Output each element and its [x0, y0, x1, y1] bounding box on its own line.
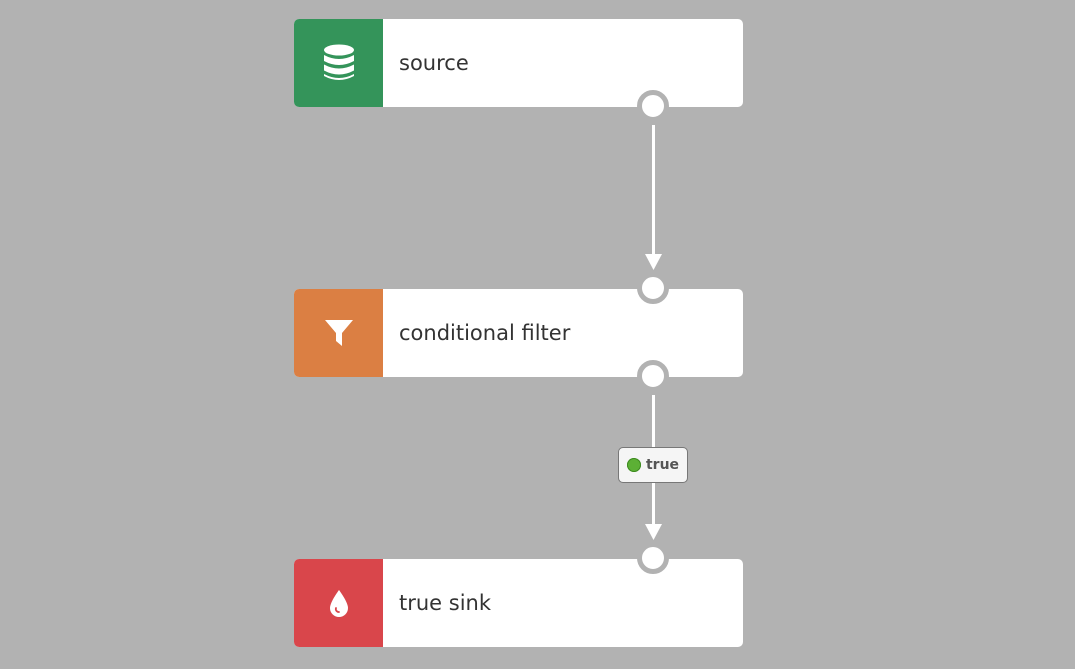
- node-filter-icon-box: [294, 289, 383, 377]
- database-icon: [323, 44, 354, 80]
- node-conditional-filter[interactable]: conditional filter: [294, 289, 743, 377]
- filter-input-port[interactable]: [637, 272, 669, 304]
- status-dot-icon: [626, 458, 641, 472]
- node-source[interactable]: source: [294, 19, 743, 107]
- edge-source-to-filter[interactable]: [645, 125, 662, 270]
- node-source-label: source: [399, 51, 469, 75]
- source-output-port[interactable]: [637, 90, 669, 122]
- sink-input-port[interactable]: [637, 542, 669, 574]
- node-source-icon-box: [294, 19, 383, 107]
- node-sink-icon-box: [294, 559, 383, 647]
- filter-icon: [324, 320, 353, 346]
- drop-icon: [329, 590, 348, 617]
- edge-label-true[interactable]: true: [618, 447, 688, 483]
- filter-output-port[interactable]: [637, 360, 669, 392]
- arrowhead-icon: [645, 254, 662, 270]
- node-sink-label: true sink: [399, 591, 492, 615]
- edge-label-text: true: [645, 457, 680, 473]
- node-filter-label: conditional filter: [399, 321, 571, 345]
- arrowhead-icon: [645, 524, 662, 540]
- node-true-sink[interactable]: true sink: [294, 559, 743, 647]
